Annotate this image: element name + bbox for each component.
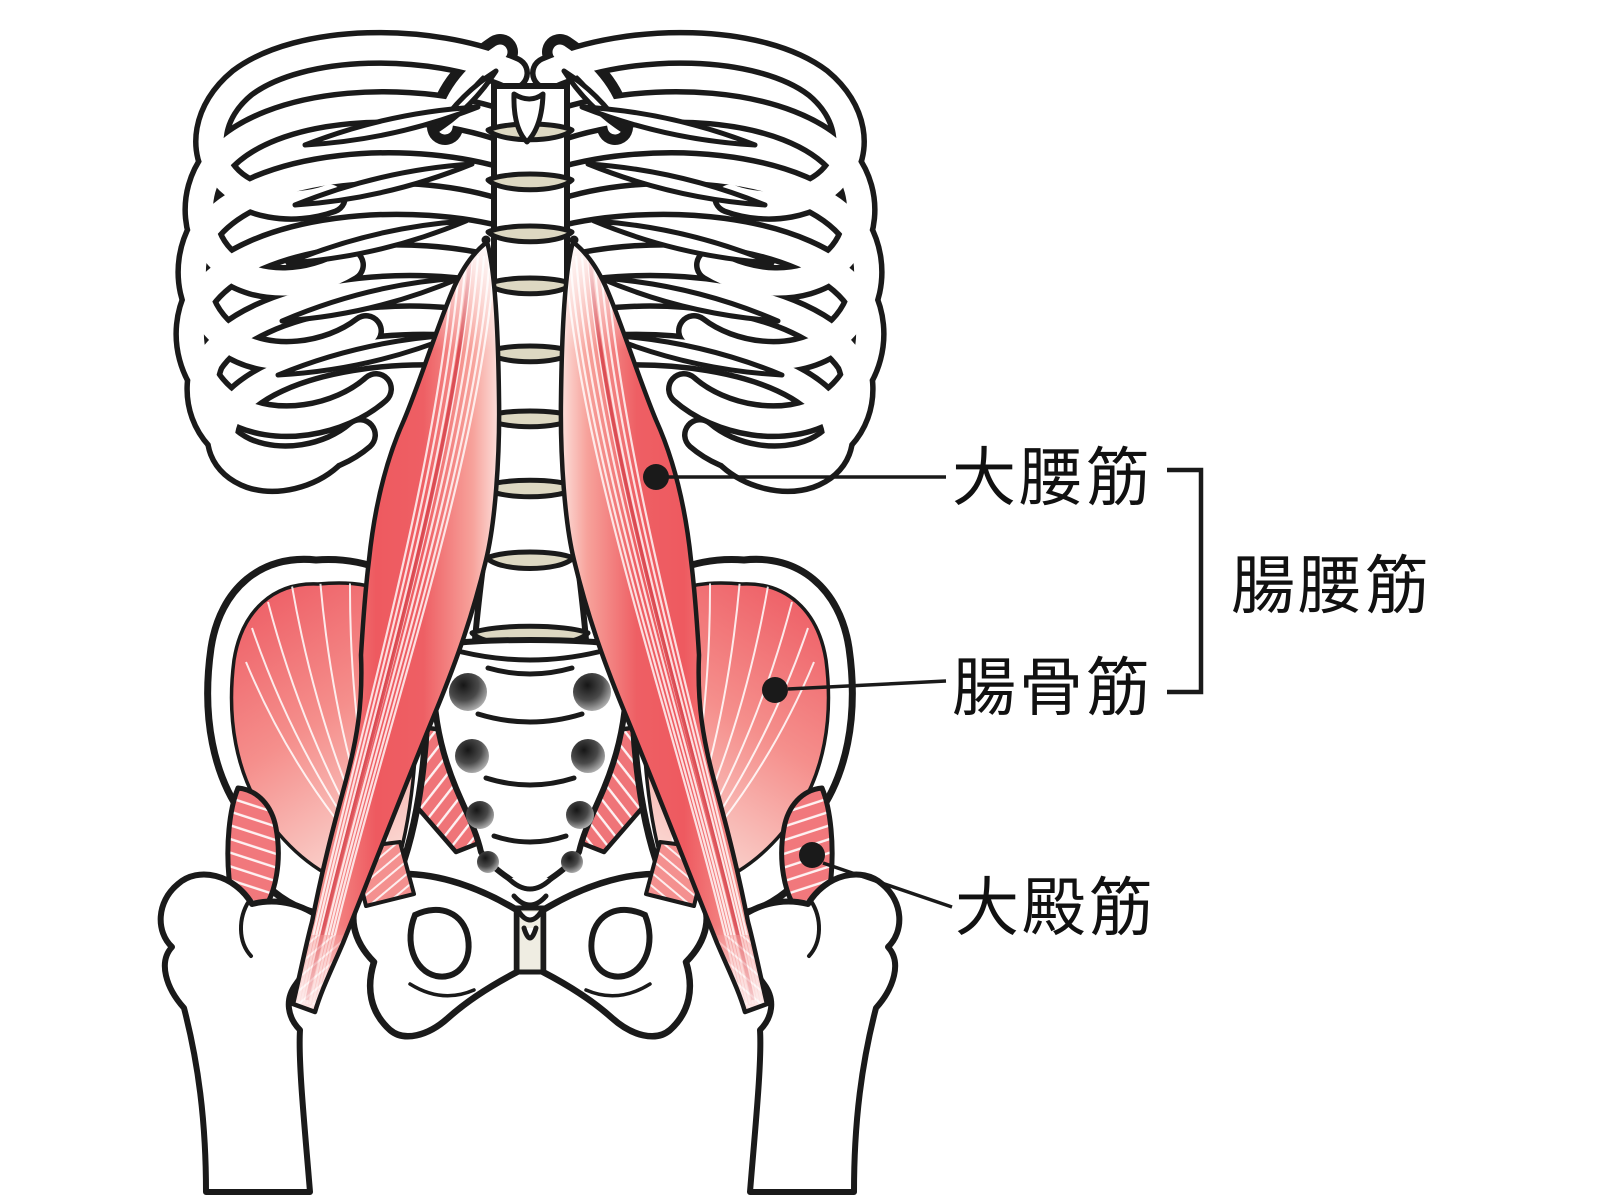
xiphoid-process <box>511 91 546 145</box>
leader-line-iliacus <box>787 679 947 691</box>
intervertebral-discs <box>469 121 591 649</box>
label-iliopsoas: 腸腰筋 <box>1231 550 1432 622</box>
leader-dot-psoas-major <box>643 464 669 490</box>
pelvis-and-legs <box>161 559 900 1192</box>
leader-line-gluteus <box>822 861 953 909</box>
leader-dot-iliacus <box>762 677 788 703</box>
sacrum <box>430 637 630 941</box>
label-iliacus: 腸骨筋 <box>952 652 1153 724</box>
iliopsoas-bracket <box>1167 467 1204 695</box>
label-gluteus-maximus: 大殿筋 <box>955 872 1156 944</box>
coccyx <box>505 875 555 941</box>
lumbar-spine <box>469 83 591 649</box>
sacral-foramina <box>449 673 611 873</box>
annotations: 大腰筋 腸骨筋 腸腰筋 大殿筋 <box>643 442 1432 944</box>
label-psoas-major: 大腰筋 <box>952 442 1153 514</box>
leader-dot-gluteus <box>799 842 825 868</box>
psoas-origin-dots <box>481 235 579 245</box>
